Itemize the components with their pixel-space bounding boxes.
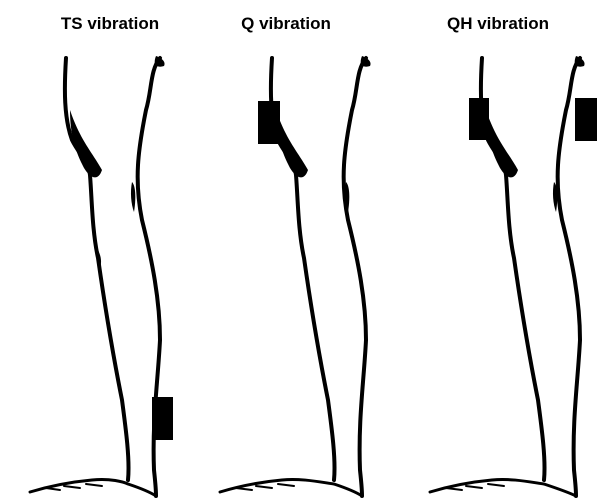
vibrator-pad-thigh-back <box>575 98 597 141</box>
leg-shading <box>486 56 585 212</box>
vibrator-pad-calf <box>152 397 173 440</box>
leg-outline <box>430 58 580 496</box>
leg-outline <box>220 58 366 496</box>
panel-ts-vibration: TS vibration <box>0 0 200 501</box>
leg-illustration <box>0 0 200 501</box>
vibrator-pad-thigh-front <box>258 101 280 144</box>
leg-outline <box>30 58 160 496</box>
panel-qh-vibration: QH vibration <box>400 0 600 501</box>
leg-illustration <box>200 0 400 501</box>
panel-q-vibration: Q vibration <box>200 0 400 501</box>
leg-illustration <box>400 0 600 501</box>
vibrator-pad-thigh-front <box>469 98 489 140</box>
